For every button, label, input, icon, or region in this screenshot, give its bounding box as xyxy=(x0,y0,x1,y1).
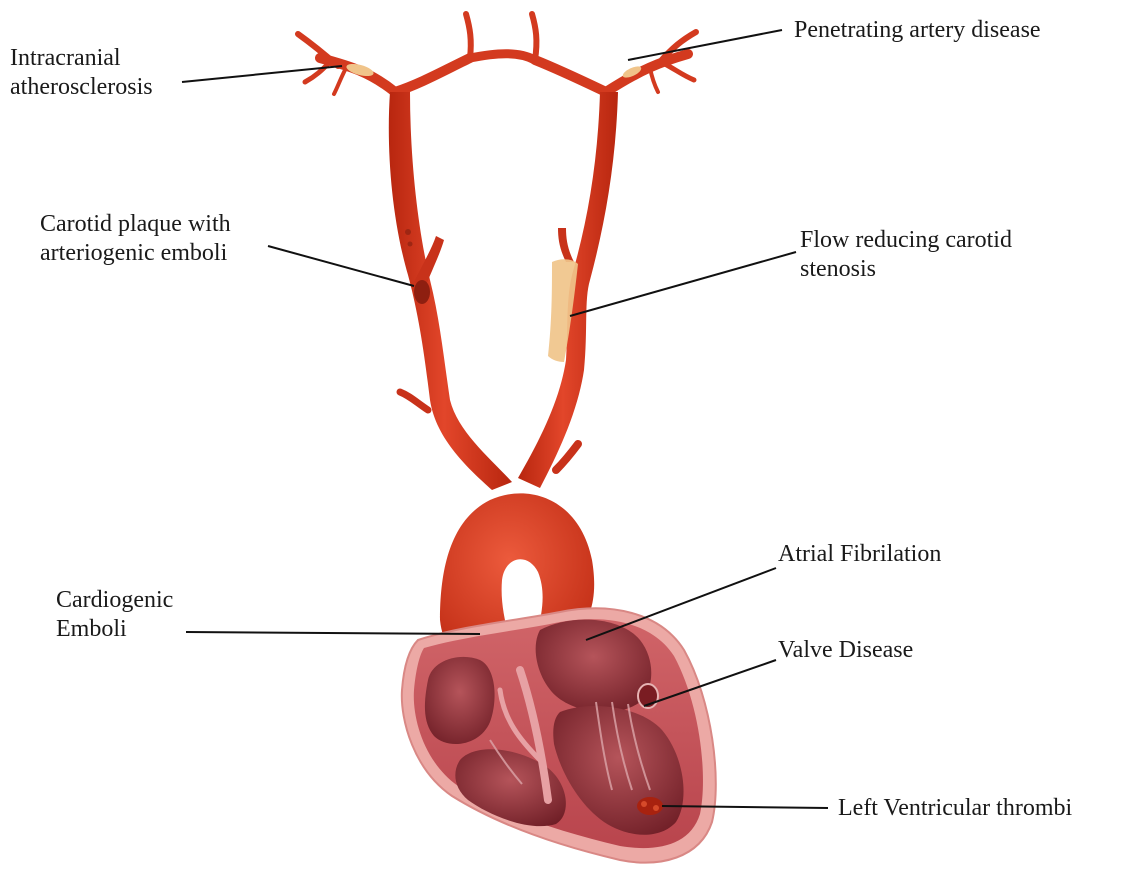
leader-atrial xyxy=(586,568,776,640)
label-carotid-plaque: Carotid plaque with arteriogenic emboli xyxy=(40,210,231,268)
label-carotid-plaque-line2: arteriogenic emboli xyxy=(40,239,231,268)
heart xyxy=(402,608,716,862)
label-penetrating-artery-disease: Penetrating artery disease xyxy=(794,16,1041,45)
label-flow-reducing-stenosis: Flow reducing carotid stenosis xyxy=(800,226,1012,284)
leader-penetrating xyxy=(628,30,782,60)
leader-carotid-plaque xyxy=(268,246,414,286)
label-atrial-line1: Atrial Fibrilation xyxy=(778,540,941,569)
lv-thrombus xyxy=(637,797,663,815)
label-cardiogenic-line1: Cardiogenic xyxy=(56,586,173,615)
label-penetrating-line1: Penetrating artery disease xyxy=(794,16,1041,45)
label-lv-thrombi-line1: Left Ventricular thrombi xyxy=(838,794,1072,823)
leader-flow-reducing xyxy=(570,252,796,316)
carotid-plaque xyxy=(414,280,430,304)
leader-cardiogenic xyxy=(186,632,480,634)
label-carotid-plaque-line1: Carotid plaque with xyxy=(40,210,231,239)
intracranial-arteries xyxy=(298,14,696,94)
label-intracranial-atherosclerosis: Intracranial atherosclerosis xyxy=(10,44,153,102)
label-valve-line1: Valve Disease xyxy=(778,636,913,665)
upper-left-chamber xyxy=(425,657,495,744)
label-atrial-fibrilation: Atrial Fibrilation xyxy=(778,540,941,569)
label-intracranial-line2: atherosclerosis xyxy=(10,73,153,102)
label-flow-reducing-line2: stenosis xyxy=(800,255,1012,284)
label-left-ventricular-thrombi: Left Ventricular thrombi xyxy=(838,794,1072,823)
label-flow-reducing-line1: Flow reducing carotid xyxy=(800,226,1012,255)
label-valve-disease: Valve Disease xyxy=(778,636,913,665)
left-carotid-artery xyxy=(389,92,512,490)
label-cardiogenic-line2: Emboli xyxy=(56,615,173,644)
label-intracranial-line1: Intracranial xyxy=(10,44,153,73)
label-cardiogenic-emboli: Cardiogenic Emboli xyxy=(56,586,173,644)
